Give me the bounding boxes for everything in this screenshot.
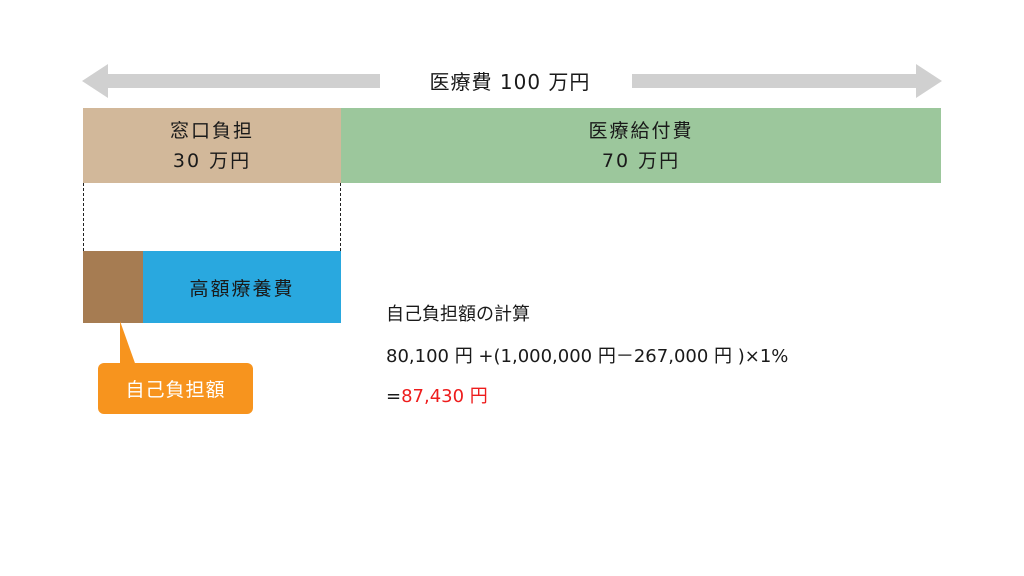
high-cost-benefit-segment: 高額療養費 — [143, 251, 341, 323]
window-payment-amount: 30 万円 — [172, 149, 252, 172]
window-payment-title: 窓口負担 — [169, 119, 254, 142]
calculation-result-line: =87,430 円 — [386, 382, 488, 408]
total-medical-cost-label: 医療費 100 万円 — [429, 69, 591, 94]
dashed-guide-left — [83, 183, 84, 251]
calculation-result: 87,430 円 — [401, 386, 488, 407]
dashed-guide-right — [340, 183, 341, 251]
self-pay-segment — [83, 251, 143, 323]
medical-benefit-title: 医療給付費 — [588, 119, 694, 142]
calculation-title: 自己負担額の計算 — [386, 304, 530, 325]
high-cost-benefit-title: 高額療養費 — [189, 277, 295, 300]
equals-sign: = — [386, 386, 402, 407]
self-pay-callout-label: 自己負担額 — [125, 379, 226, 401]
callout-bubble — [98, 321, 253, 414]
medical-benefit-amount: 70 万円 — [601, 149, 681, 172]
double-arrow-icon — [82, 64, 942, 98]
medical-benefit-segment: 医療給付費 70 万円 — [341, 108, 941, 183]
window-payment-segment: 窓口負担 30 万円 — [83, 108, 341, 183]
calculation-formula: 80,100 円 +(1,000,000 円－267,000 円 )×1% — [386, 346, 789, 367]
